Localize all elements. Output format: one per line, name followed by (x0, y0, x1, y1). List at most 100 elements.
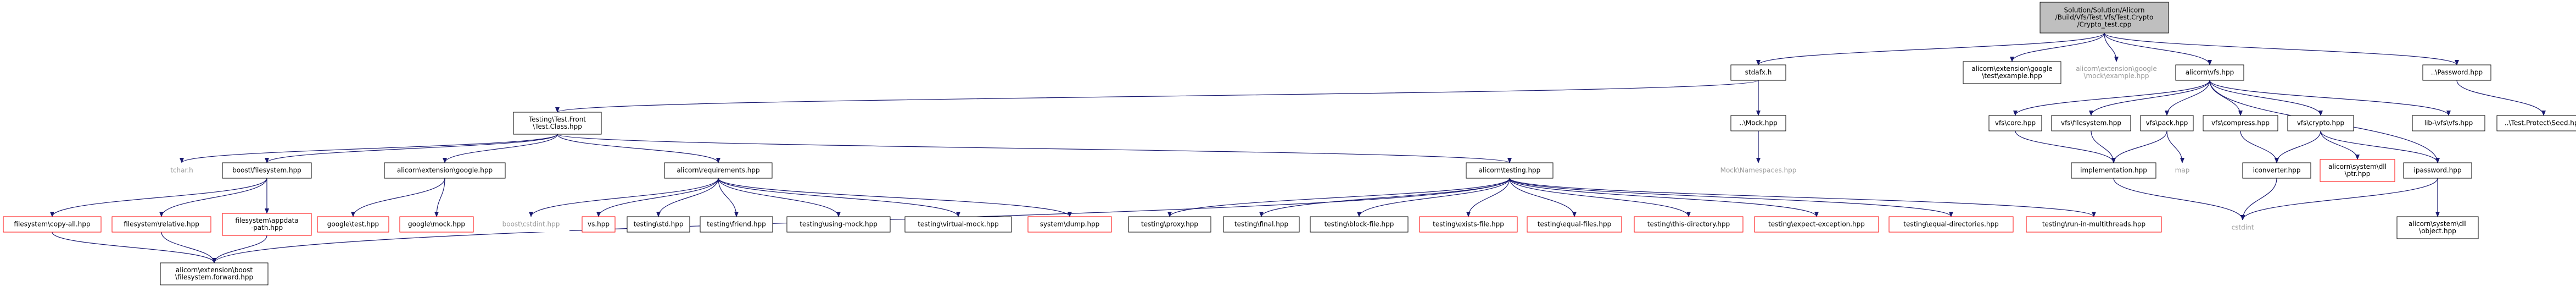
node-testing-expect-exception[interactable]: testing\expect-exception.hpp (1754, 216, 1879, 233)
node-vfs-crypto[interactable]: vfs\crypto.hpp (2287, 115, 2354, 131)
node-label: alicorn\system\dll (2328, 163, 2387, 170)
node-testing-equal-directories[interactable]: testing\equal-directories.hpp (1888, 216, 2014, 233)
node-box (2396, 216, 2479, 239)
node-testing-exists-file[interactable]: testing\exists-file.hpp (1419, 216, 1518, 233)
node-label: Solution/Solution/Alicorn (2064, 7, 2145, 14)
edge-boost_fs-to-fs_copy_all (50, 178, 267, 217)
edge-testing-to-testing_final (1259, 178, 1510, 217)
node-box (111, 216, 211, 233)
node-vfs-filesystem[interactable]: vfs\filesystem.hpp (2051, 115, 2131, 131)
node-system-dump[interactable]: system\dump.hpp (1027, 216, 1112, 233)
node-testing-equal-files[interactable]: testing\equal-files.hpp (1527, 216, 1622, 233)
node-label: -path.hpp (251, 224, 283, 232)
node-box (513, 112, 602, 135)
edge-fs_copy_all-to-boost_fs_forward (52, 232, 216, 263)
node-testing-this-directory[interactable]: testing\this-directory.hpp (1634, 216, 1744, 233)
node-testing-run-multithreads[interactable]: testing\run-in-multithreads.hpp (2026, 216, 2162, 233)
node-testing-block-file[interactable]: testing\block-file.hpp (1310, 216, 1409, 233)
node-label: google\mock.hpp (408, 221, 465, 228)
node-requirements[interactable]: alicorn\requirements.hpp (664, 162, 773, 179)
node-system-dll-ptr[interactable]: alicorn\system\dll\ptr.hpp (2320, 159, 2395, 182)
node-google-test[interactable]: google\test.hpp (317, 216, 389, 233)
node-mock-ns[interactable]: Mock\Namespaces.hpp (1713, 163, 1803, 178)
node-vs[interactable]: vs.hpp (582, 216, 616, 233)
node-label: google\test.hpp (327, 221, 379, 228)
node-box (2026, 216, 2162, 233)
edge-testing-to-testing_exists_file (1466, 178, 1510, 217)
node-stdafx[interactable]: stdafx.h (1730, 64, 1786, 81)
edge-vfs-to-vfs_filesystem (2089, 80, 2210, 116)
node-testing-front[interactable]: Testing\Test.Front\Test.Class.hpp (513, 112, 602, 135)
node-testing[interactable]: alicorn\testing.hpp (1466, 162, 1554, 179)
node-label: tchar.h (170, 167, 193, 174)
edge-testing-to-testing_equal_files (1509, 178, 1577, 217)
node-label: testing\equal-files.hpp (1538, 221, 1611, 228)
node-label: ipassword.hpp (2414, 167, 2462, 174)
edge-requirements-to-testing_friend (718, 178, 739, 217)
edge-root-to-password (2104, 32, 2459, 65)
node-box (160, 262, 269, 285)
node-lib-vfs[interactable]: lib-\vfs\vfs.hpp (2412, 115, 2485, 131)
edge-vfs_crypto-to-iconverter (2275, 130, 2321, 163)
node-gmock-example[interactable]: alicorn\extension\google\mock\example.hp… (2067, 62, 2165, 84)
node-box (2203, 115, 2278, 131)
node-label: alicorn\extension\google.hpp (397, 167, 493, 174)
node-map[interactable]: map (2170, 163, 2195, 178)
node-label: stdafx.h (1745, 69, 1772, 76)
node-vfs-pack[interactable]: vfs\pack.hpp (2140, 115, 2194, 131)
node-password[interactable]: ..\Password.hpp (2422, 64, 2491, 81)
node-tchar[interactable]: tchar.h (164, 163, 200, 178)
node-box (2071, 162, 2156, 179)
node-box (2140, 115, 2194, 131)
node-label: Mock\Namespaces.hpp (1720, 167, 1797, 174)
node-google-mock[interactable]: google\mock.hpp (399, 216, 474, 233)
node-testing-virtual-mock[interactable]: testing\virtual-mock.hpp (904, 216, 1012, 233)
node-box (904, 216, 1012, 233)
node-system-dll-object[interactable]: alicorn\system\dll\object.hpp (2396, 216, 2479, 239)
node-fs-appdata[interactable]: filesystem\appdata-path.hpp (222, 213, 312, 236)
node-box (222, 162, 312, 179)
edge-vfs-to-vfs_crypto (2209, 80, 2323, 116)
node-ext-google[interactable]: alicorn\extension\google.hpp (384, 162, 506, 179)
node-label: \ptr.hpp (2345, 170, 2371, 178)
node-vfs-core[interactable]: vfs\core.hpp (1988, 115, 2042, 131)
node-vfs[interactable]: alicorn\vfs.hpp (2175, 64, 2244, 81)
edge-testing-to-testing_block_file (1357, 178, 1510, 217)
node-implementation[interactable]: implementation.hpp (2071, 162, 2156, 179)
node-boost-cstdint[interactable]: boost\cstdint.hpp (493, 217, 569, 232)
edge-vfs_compress-to-iconverter (2240, 130, 2279, 163)
node-box (1310, 216, 1409, 233)
node-fs-relative[interactable]: filesystem\relative.hpp (111, 216, 211, 233)
edge-testing-to-testing_equal_directories (1509, 178, 1953, 217)
node-box (164, 163, 200, 178)
edge-testing_front-to-requirements (557, 134, 720, 163)
edge-testing-to-testing_expect_exception (1509, 178, 1819, 217)
node-label: filesystem\relative.hpp (124, 221, 199, 228)
node-label: testing\run-in-multithreads.hpp (2042, 221, 2145, 228)
node-box (1754, 216, 1879, 233)
node-ipassword[interactable]: ipassword.hpp (2403, 162, 2472, 179)
node-testing-std[interactable]: testing\std.hpp (627, 216, 690, 233)
node-vfs-compress[interactable]: vfs\compress.hpp (2203, 115, 2278, 131)
node-label: /Build/Vfs/Test.Vfs/Test.Crypto (2055, 14, 2154, 21)
node-testing-using-mock[interactable]: testing\using-mock.hpp (786, 216, 891, 233)
node-cstdint[interactable]: cstdint (2223, 220, 2262, 235)
node-boost-fs[interactable]: boost\filesystem.hpp (222, 162, 312, 179)
node-test-protect-seed[interactable]: ..\Test.Protect\Seed.hpp (2496, 115, 2576, 131)
node-iconverter[interactable]: iconverter.hpp (2242, 162, 2311, 179)
edge-requirements-to-system_dump (718, 178, 1072, 217)
node-testing-proxy[interactable]: testing\proxy.hpp (1128, 216, 1211, 233)
node-testing-final[interactable]: testing\final.hpp (1223, 216, 1300, 233)
node-box (1128, 216, 1211, 233)
node-label: \object.hpp (2419, 227, 2456, 235)
node-gtest-example[interactable]: alicorn\extension\google\test\example.hp… (1963, 61, 2061, 84)
node-boost-fs-forward[interactable]: alicorn\extension\boost\filesystem.forwa… (160, 262, 269, 285)
node-testing-friend[interactable]: testing\friend.hpp (700, 216, 773, 233)
edge-fs_relative-to-boost_fs_forward (161, 232, 216, 263)
edge-ext_google-to-google_test (351, 178, 445, 217)
node-root[interactable]: Solution/Solution/Alicorn/Build/Vfs/Test… (2039, 2, 2169, 34)
node-mock[interactable]: ..\Mock.hpp (1730, 115, 1786, 131)
node-label: alicorn\vfs.hpp (2186, 69, 2234, 76)
node-fs-copy-all[interactable]: filesystem\copy-all.hpp (3, 216, 102, 233)
edge-testing_front-to-ext_google (443, 134, 558, 163)
